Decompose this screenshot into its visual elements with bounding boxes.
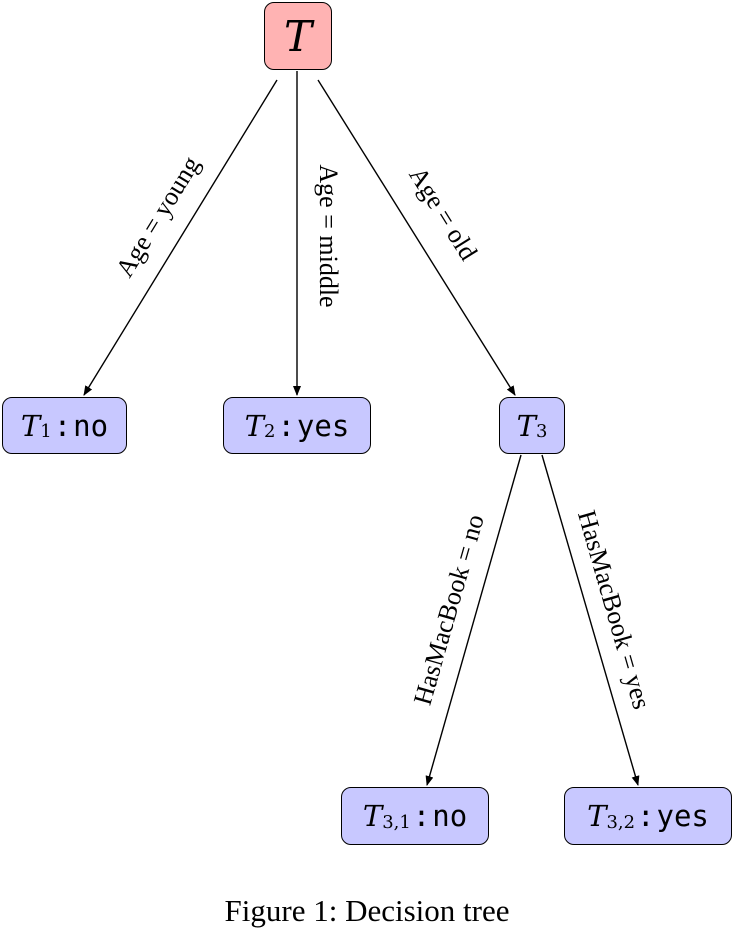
node-t31-symbol: T: [362, 799, 383, 833]
node-t2-symbol: T: [244, 408, 265, 443]
node-t32-colon: :: [637, 799, 655, 833]
root-node-t: T: [264, 2, 332, 70]
node-t31-class-label: no: [432, 799, 468, 833]
edge-label-age-young: Age = young: [110, 151, 206, 282]
node-t31-subscript: 3,1: [382, 811, 411, 833]
node-t32-class-label: yes: [656, 799, 709, 833]
node-t3-subscript: 3: [535, 421, 548, 443]
node-t3-symbol: T: [516, 408, 536, 443]
edge-label-age-old: Age = old: [403, 162, 483, 266]
node-t31-colon: :: [412, 799, 431, 833]
node-t32-symbol: T: [587, 799, 607, 833]
node-t32-subscript: 3,2: [606, 811, 636, 833]
root-node-symbol: T: [283, 11, 312, 61]
edge-root-t3: [317, 79, 516, 396]
edge-t3-t31: [425, 454, 522, 786]
node-t2-subscript: 2: [264, 421, 276, 443]
node-t1-subscript: 1: [40, 421, 52, 443]
figure-caption: Figure 1: Decision tree: [224, 893, 510, 928]
edge-label-mac-yes: HasMacBook = yes: [572, 507, 656, 712]
node-t2-class-label: yes: [296, 408, 350, 443]
node-t1-class-label: no: [73, 408, 109, 443]
node-t2-colon: :: [277, 408, 295, 443]
edge-root-t1: [83, 79, 278, 396]
node-t1-colon: :: [53, 408, 72, 443]
node-t1-symbol: T: [20, 408, 41, 443]
edge-t3-t32: [541, 454, 640, 786]
edge-label-age-middle: Age = middle: [314, 164, 343, 307]
